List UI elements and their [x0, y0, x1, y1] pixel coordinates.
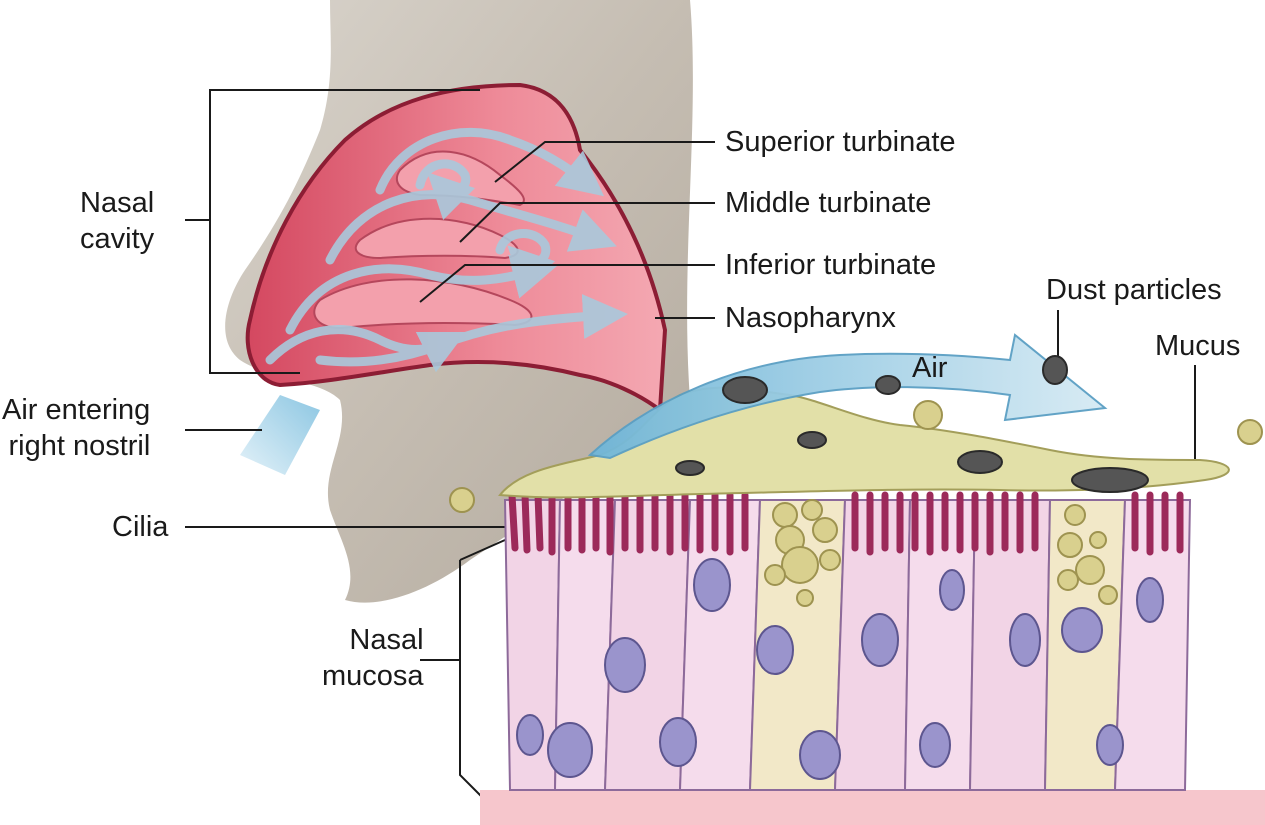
nasal-mucosa-label-line1: Nasal [349, 624, 424, 656]
cilia-fringe [508, 491, 1184, 556]
air-entering-label-line1: Air entering [2, 394, 151, 426]
nasal-cavity-label-line1: Nasal [80, 187, 155, 219]
cilia-label: Cilia [112, 511, 169, 543]
air-entering-label: Air entering right nostril [2, 392, 150, 464]
nasal-mucosa-label: Nasal mucosa [322, 622, 424, 694]
nasal-mucosa-label-line2: mucosa [322, 660, 424, 692]
air-label: Air [912, 352, 948, 384]
mucus-label: Mucus [1155, 330, 1241, 362]
basement-layer [480, 790, 1265, 825]
nasal-cavity-label-line2: cavity [80, 223, 155, 255]
superior-turbinate-label: Superior turbinate [725, 126, 956, 158]
airflow-arrows [265, 127, 628, 373]
leader-lines [185, 141, 1196, 801]
dust-particles [675, 355, 1149, 493]
cell-layer [503, 499, 1192, 791]
nuclei [516, 558, 1164, 780]
nasal-cavity-label: Nasal cavity [80, 185, 154, 257]
air-entering-label-line2: right nostril [8, 430, 151, 462]
nasopharynx-label: Nasopharynx [725, 302, 896, 334]
mucus-granules [764, 499, 1118, 607]
inferior-turbinate-label: Inferior turbinate [725, 249, 937, 281]
nasal-cavity-bracket [185, 89, 480, 374]
middle-turbinate-label: Middle turbinate [725, 187, 932, 219]
nostril-airstream [240, 395, 320, 475]
floating-mucus-droplets [449, 400, 1263, 513]
dust-particles-label: Dust particles [1046, 274, 1222, 306]
